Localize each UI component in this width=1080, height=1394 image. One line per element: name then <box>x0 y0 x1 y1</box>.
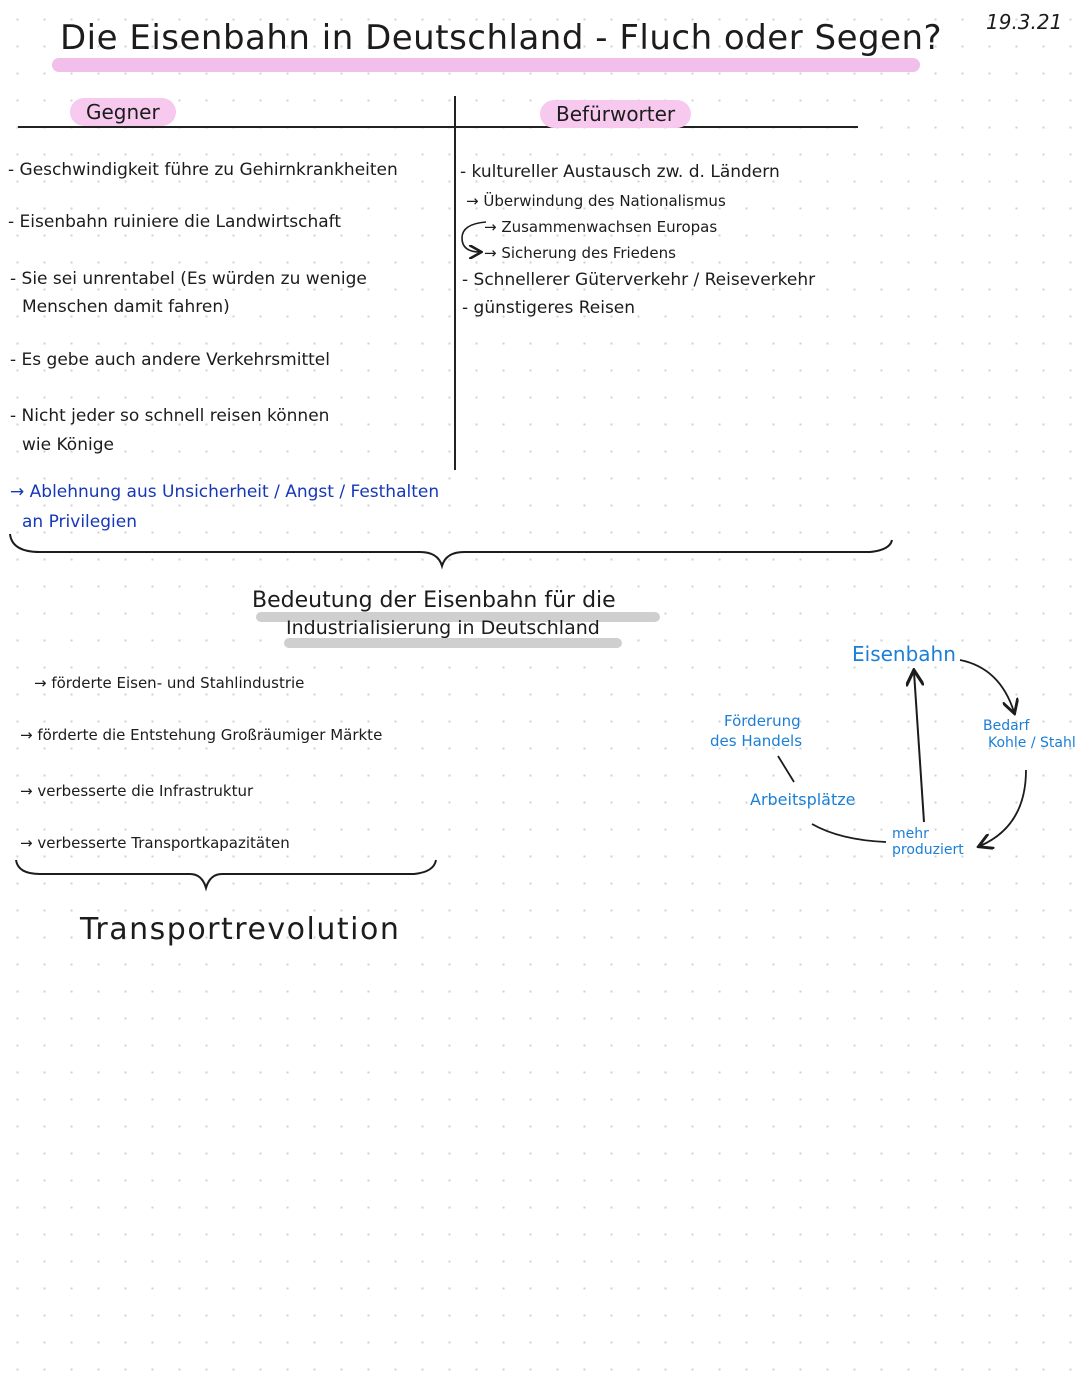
table-divider <box>454 96 456 470</box>
gegner-item: wie Könige <box>22 435 114 455</box>
cycle-label-handel: des Handels <box>710 732 803 750</box>
befuerworter-item: → Sicherung des Friedens <box>484 244 676 262</box>
befuerworter-item: - Schnellerer Güterverkehr / Reiseverkeh… <box>462 270 816 290</box>
cycle-label-eisenbahn: Eisenbahn <box>852 642 956 666</box>
befuerworter-item: → Überwindung des Nationalismus <box>466 192 726 210</box>
gegner-item: - Geschwindigkeit führe zu Gehirnkrankhe… <box>8 160 398 180</box>
befuerworter-item: - kultureller Austausch zw. d. Ländern <box>460 162 780 182</box>
significance-item: → verbesserte Transportkapazitäten <box>20 834 290 852</box>
cycle-label-arbeitsplaetze: Arbeitsplätze <box>750 790 856 809</box>
cycle-label-bedarf: Kohle / Stahl <box>988 735 1076 751</box>
subtitle-highlight <box>256 612 660 622</box>
significance-item: → förderte die Entstehung Großräumiger M… <box>20 726 383 744</box>
befuerworter-item: → Zusammenwachsen Europas <box>484 218 718 236</box>
cycle-label-produziert: mehr <box>892 826 929 842</box>
significance-item: → verbesserte die Infrastruktur <box>20 782 254 800</box>
column-heading-befuerworter: Befürworter <box>540 100 692 128</box>
page-title: Die Eisenbahn in Deutschland - Fluch ode… <box>60 18 943 58</box>
cycle-arrow-to-bedarf <box>959 659 1014 712</box>
gegner-item: - Eisenbahn ruiniere die Landwirtschaft <box>8 212 342 232</box>
cycle-label-bedarf: Bedarf <box>983 718 1030 734</box>
column-heading-gegner: Gegner <box>70 98 176 126</box>
gegner-item: Menschen damit fahren) <box>22 297 230 317</box>
befuerworter-item: - günstigeres Reisen <box>462 298 636 318</box>
cycle-line-arbeitsplaetze <box>811 823 887 843</box>
cycle-arrow-to-produziert <box>980 769 1027 846</box>
gegner-conclusion: → Ablehnung aus Unsicherheit / Angst / F… <box>10 482 440 502</box>
cycle-line-handel <box>777 755 795 783</box>
title-highlight <box>52 58 920 72</box>
cycle-label-produziert: produziert <box>892 842 964 858</box>
small-brace <box>15 859 437 892</box>
gegner-item: - Sie sei unrentabel (Es würden zu wenig… <box>10 269 367 289</box>
gegner-item: - Es gebe auch andere Verkehrsmittel <box>10 350 330 370</box>
gegner-conclusion: an Privilegien <box>22 512 137 532</box>
cycle-arrow-up <box>914 672 925 823</box>
section-title: Bedeutung der Eisenbahn für die <box>252 588 616 613</box>
gegner-item: - Nicht jeder so schnell reisen können <box>10 406 330 426</box>
section-title: Industrialisierung in Deutschland <box>286 617 600 639</box>
cycle-label-handel: Förderung <box>724 712 801 730</box>
transport-revolution-label: Transportrevolution <box>80 912 401 947</box>
date: 19.3.21 <box>986 10 1063 34</box>
significance-item: → förderte Eisen- und Stahlindustrie <box>34 674 305 692</box>
table-header-line <box>18 126 858 128</box>
subtitle-highlight <box>284 638 622 648</box>
big-brace <box>9 533 893 570</box>
bracket-arrow <box>461 221 487 252</box>
